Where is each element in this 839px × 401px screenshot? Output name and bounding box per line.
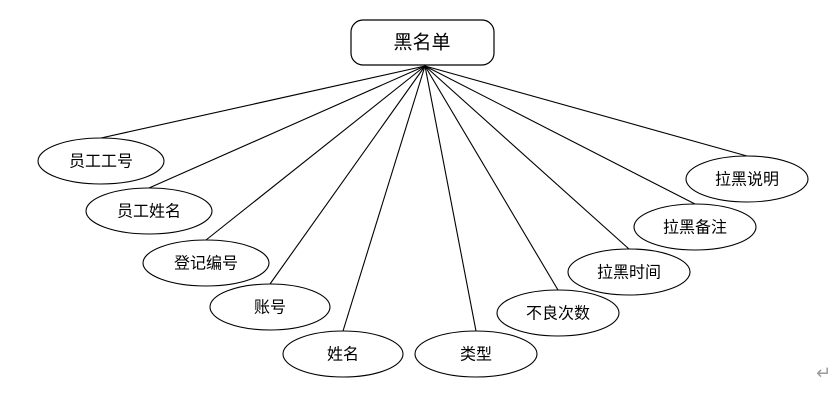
attribute-node-bad-count: 不良次数 xyxy=(496,289,620,337)
attribute-node-account: 账号 xyxy=(209,283,331,331)
entity-rect xyxy=(350,19,495,66)
attribute-node-registration-no: 登记编号 xyxy=(142,239,270,287)
attribute-ellipse xyxy=(414,330,538,378)
connector-lines xyxy=(100,65,748,332)
attribute-label: 类型 xyxy=(460,345,492,364)
attribute-node-employee-name: 员工姓名 xyxy=(85,187,213,235)
connector-line-employee-no xyxy=(100,65,426,139)
attribute-ellipse xyxy=(567,248,691,296)
attribute-label: 账号 xyxy=(254,298,286,317)
connector-line-registration-no xyxy=(205,65,426,241)
attribute-ellipse xyxy=(633,203,757,251)
attribute-ellipse xyxy=(37,137,165,185)
connector-line-name xyxy=(342,65,426,332)
connector-line-account xyxy=(269,65,426,285)
attribute-label: 拉黑备注 xyxy=(663,218,727,237)
attribute-node-type: 类型 xyxy=(414,330,538,378)
attribute-node-blacklist-note: 拉黑备注 xyxy=(633,203,757,251)
connector-line-employee-name xyxy=(148,65,426,189)
attribute-label: 拉黑时间 xyxy=(597,263,661,282)
attribute-label: 拉黑说明 xyxy=(715,170,779,189)
connector-line-bad-count xyxy=(424,65,559,291)
attribute-node-blacklist-desc: 拉黑说明 xyxy=(685,155,809,203)
attribute-label: 员工工号 xyxy=(69,152,133,171)
connector-line-blacklist-time xyxy=(424,65,630,250)
attribute-ellipse xyxy=(685,155,809,203)
attribute-node-name: 姓名 xyxy=(282,330,404,378)
attribute-node-employee-no: 员工工号 xyxy=(37,137,165,185)
connector-line-blacklist-desc xyxy=(424,65,748,157)
entity-box: 黑名单 xyxy=(350,19,495,66)
attribute-node-blacklist-time: 拉黑时间 xyxy=(567,248,691,296)
entity-label: 黑名单 xyxy=(393,32,450,54)
attribute-label: 员工姓名 xyxy=(117,202,181,221)
attribute-ellipse xyxy=(496,289,620,337)
attribute-ellipse xyxy=(209,283,331,331)
connector-line-type xyxy=(424,65,477,332)
attribute-label: 登记编号 xyxy=(174,254,238,273)
attribute-ellipse xyxy=(282,330,404,378)
attribute-ellipse xyxy=(142,239,270,287)
attribute-ellipse xyxy=(85,187,213,235)
connector-line-blacklist-note xyxy=(424,65,696,205)
paragraph-mark: ↵ xyxy=(816,363,832,384)
attribute-label: 不良次数 xyxy=(526,304,590,323)
attribute-label: 姓名 xyxy=(327,345,359,364)
